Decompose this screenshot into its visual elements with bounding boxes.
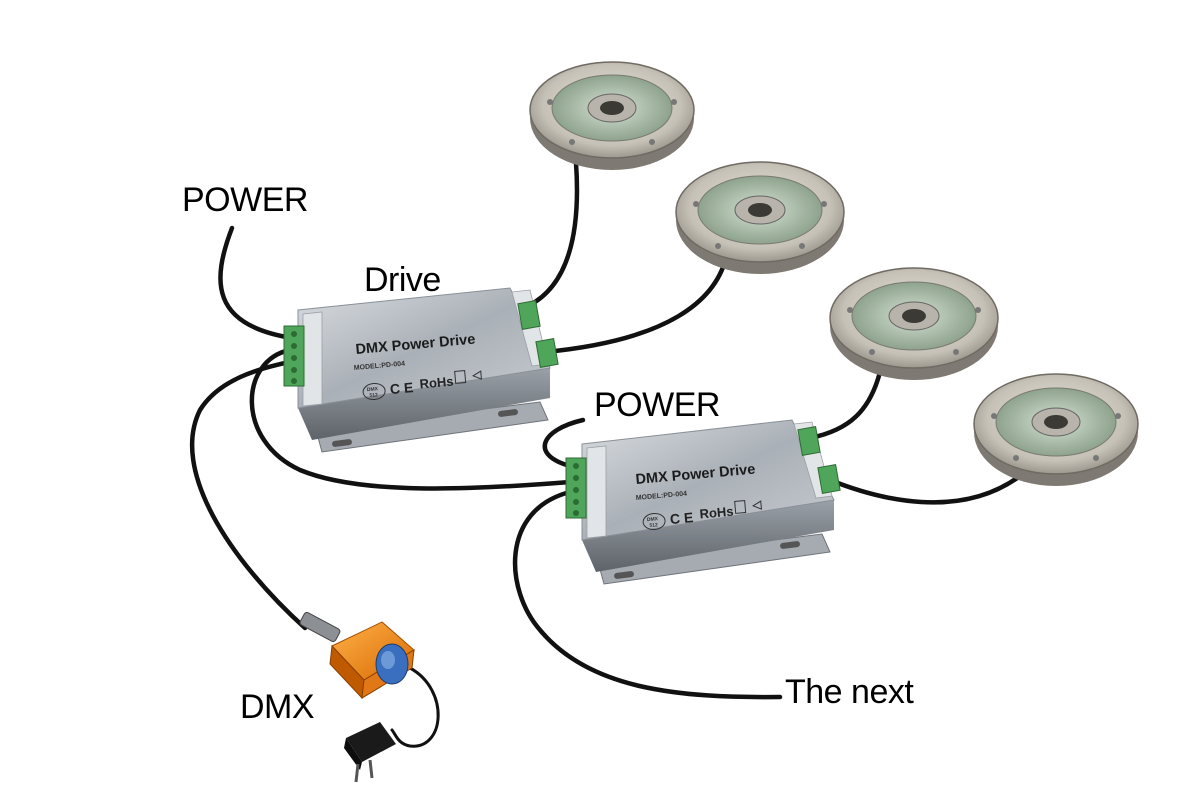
lamp-3 [829,267,999,380]
lamp3-cable [807,369,883,441]
drive2-weee-icon [734,500,747,514]
lamp-1 [529,61,695,170]
lamp4-cable [827,473,1023,505]
drive2-dmx-badge-line1: DMX [647,516,659,523]
drive2-polarity-icon [752,500,763,510]
drive1-dmx-badge [362,382,386,401]
drive2-ce: C E [669,509,694,527]
drive2-terminal-right-2 [817,464,841,494]
drive2-dmx-badge-line2: 512 [649,522,658,529]
drive1-terminal-right-1 [517,300,541,330]
drive1-polarity-icon [472,370,483,380]
adapter-cable [390,666,440,748]
lamp-2 [675,161,845,274]
drive1-terminal-right-2 [535,338,559,368]
next-cable [512,489,783,700]
dmx-label: DMX [240,688,315,726]
power-label-top: POWER [182,181,308,219]
dmx-cable [189,357,308,631]
drive1-ce: C E [389,379,414,397]
drive-label: Drive [364,261,441,299]
drive2-terminal-right-1 [797,426,821,456]
drive1-rohs: RoHs [419,374,454,392]
lamp2-cable [542,255,729,355]
power-adapter [344,722,396,783]
drive1-dmx-badge-line2: 512 [369,392,378,399]
drive2-model: MODEL:PD-004 [636,491,688,502]
lamp1-cable [525,160,580,309]
power-cable-1 [218,225,295,341]
drive1-weee-icon [454,370,467,384]
next-label: The next [785,673,914,711]
power-label-mid: POWER [594,386,720,424]
link-cable [249,347,573,491]
drive-box-2: DMX Power Drive MODEL:PD-004 DMX 512 C E… [565,419,841,585]
drive1-dmx-badge-line1: DMX [367,386,379,393]
drive2-rohs: RoHs [699,504,734,522]
lamp-4 [973,373,1139,486]
drive1-model: MODEL:PD-004 [354,361,406,372]
cables [189,160,1023,748]
power-cable-2 [542,417,586,469]
drive-box-1: DMX Power Drive MODEL:PD-004 DMX 512 C E… [283,287,559,453]
drive2-dmx-badge [642,512,666,531]
dmx-controller [299,611,415,700]
